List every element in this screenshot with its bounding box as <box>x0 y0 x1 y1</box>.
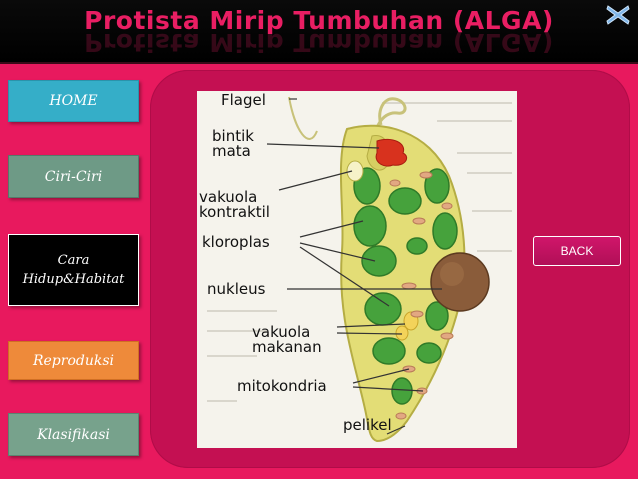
close-x-icon[interactable] <box>605 4 631 26</box>
back-button[interactable]: BACK <box>533 236 621 266</box>
nav-ciri-button[interactable]: Ciri-Ciri <box>8 155 139 198</box>
label-vakuola-kontraktil-line1: vakuola <box>199 188 258 206</box>
label-vakuola-makanan-line1: vakuola <box>252 323 311 341</box>
nav-cara-label-line1: Cara <box>57 253 90 268</box>
label-kloroplas: kloroplas <box>202 233 270 251</box>
nav-cara-hidup-button[interactable]: Cara Hidup&Habitat <box>8 234 139 306</box>
nav-cara-label-line2: Hidup&Habitat <box>22 272 125 287</box>
nav-reproduksi-button[interactable]: Reproduksi <box>8 341 139 380</box>
label-pelikel: pelikel <box>343 416 392 434</box>
nav-klasifikasi-button[interactable]: Klasifikasi <box>8 413 139 456</box>
page-title: Protista Mirip Tumbuhan (ALGA) <box>84 6 554 35</box>
label-bintik-line1: bintik <box>212 127 254 145</box>
euglena-illustration <box>207 96 512 443</box>
label-flagel: Flagel <box>221 91 266 109</box>
euglena-diagram: Flagel bintik mata vakuola kontraktil kl… <box>197 91 517 448</box>
title-bar: Protista Mirip Tumbuhan (ALGA) Protista … <box>0 0 638 64</box>
label-bintik-line2: mata <box>212 142 251 160</box>
label-vakuola-makanan-line2: makanan <box>252 338 322 356</box>
label-vakuola-kontraktil-line2: kontraktil <box>199 203 270 221</box>
label-nukleus: nukleus <box>207 280 266 298</box>
page-title-reflection: Protista Mirip Tumbuhan (ALGA) <box>84 31 554 57</box>
label-mitokondria: mitokondria <box>237 377 327 395</box>
nav-home-button[interactable]: HOME <box>8 80 139 122</box>
